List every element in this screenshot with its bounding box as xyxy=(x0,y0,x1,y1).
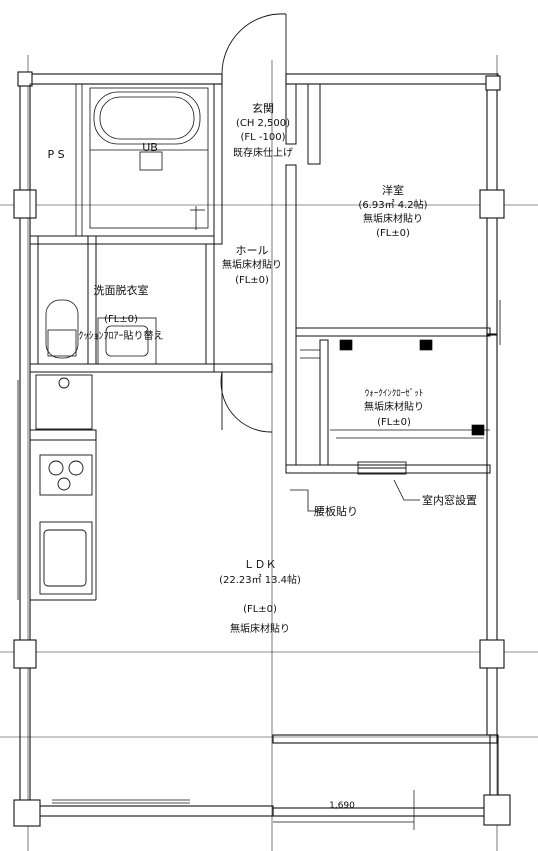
western-room-floor-level: (FL±0) xyxy=(376,228,410,239)
ldk-name: ＬＤＫ xyxy=(244,558,277,571)
western-room-finish: 無垢床材貼り xyxy=(363,212,423,225)
washroom-floor-level: (FL±0) xyxy=(104,314,138,325)
washroom-fixtures xyxy=(45,299,157,365)
grid-lines xyxy=(0,55,538,851)
bottom-dimension: 1,690 xyxy=(329,801,355,811)
hall-name: ホール xyxy=(236,244,269,257)
doors xyxy=(220,13,287,433)
walkin-closet-floor-level: (FL±0) xyxy=(377,417,411,428)
hall-finish: 無垢床材貼り xyxy=(222,258,282,271)
entrance-finish: 既存床仕上げ xyxy=(233,146,293,159)
entrance-floor-level: (FL -100) xyxy=(241,132,286,143)
columns xyxy=(13,71,511,827)
bath-name: UB xyxy=(142,141,158,154)
walkin-closet-finish: 無垢床材貼り xyxy=(364,400,424,413)
western-room-area: (6.93㎡ 4.2帖) xyxy=(358,198,427,211)
ldk-area: (22.23㎡ 13.4帖) xyxy=(219,573,301,586)
interior-window-annotation: 室内窓設置 xyxy=(422,493,477,507)
ldk-finish: 無垢床材貼り xyxy=(230,622,290,635)
dimension-line xyxy=(273,790,415,830)
wainscot-annotation: 腰板貼り xyxy=(314,504,358,518)
interior-window xyxy=(357,461,407,475)
ldk-floor-level: (FL±0) xyxy=(243,604,277,615)
kitchen-fixtures xyxy=(30,374,97,601)
ps-name: P S xyxy=(47,148,64,161)
bath-fixtures xyxy=(89,87,209,230)
outer-walls xyxy=(19,73,499,825)
western-room-name: 洋室 xyxy=(382,183,404,197)
entrance-ceiling: (CH 2,500) xyxy=(236,118,290,129)
washroom-finish: ｸｯｼｮﾝﾌﾛｱｰ貼り替え xyxy=(79,329,164,342)
washroom-name: 洗面脱衣室 xyxy=(94,283,149,297)
interior-walls xyxy=(29,83,491,474)
leader-lines xyxy=(290,479,420,512)
entrance-name: 玄関 xyxy=(252,101,274,115)
hall-floor-level: (FL±0) xyxy=(235,275,269,286)
ps-shaft xyxy=(29,83,83,237)
walkin-closet-name: ｳｫｰｸｲﾝｸﾛｰｾﾞｯﾄ xyxy=(365,388,424,399)
closet-hangers xyxy=(300,339,490,439)
windows xyxy=(17,300,501,804)
